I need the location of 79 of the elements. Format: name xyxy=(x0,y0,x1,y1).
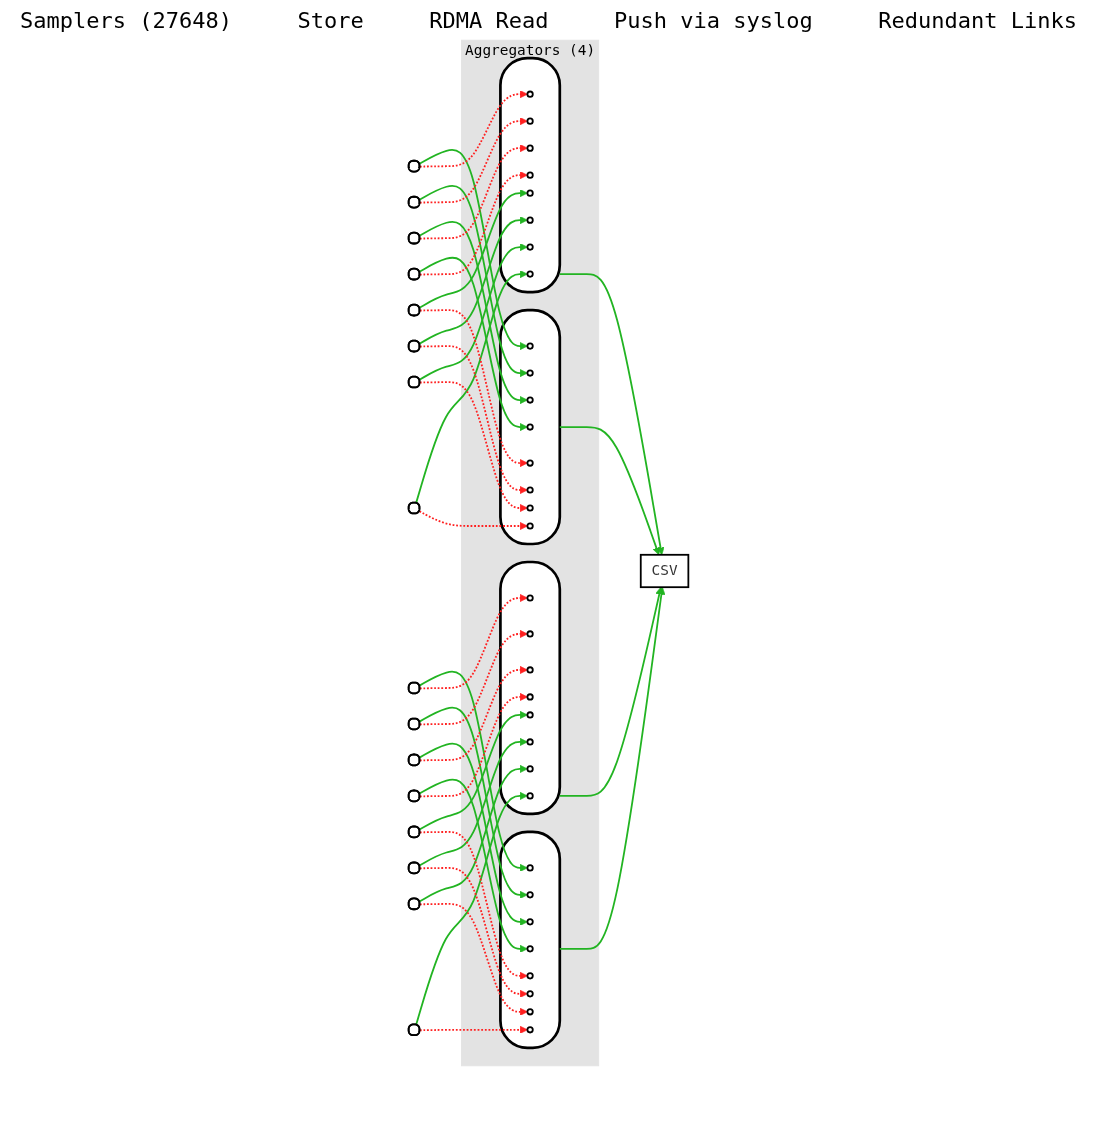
node-circle xyxy=(526,1026,534,1034)
node-circle xyxy=(526,792,534,800)
arrow xyxy=(419,171,528,276)
node-circle xyxy=(526,504,534,512)
arrow xyxy=(418,711,528,831)
node-circle xyxy=(526,396,534,404)
annotation-text: Push via syslog xyxy=(614,8,813,33)
arrow xyxy=(418,220,528,404)
node-circle xyxy=(526,693,534,701)
arrow xyxy=(418,189,528,309)
node-circle xyxy=(526,171,534,179)
arrow xyxy=(558,586,664,797)
annotation-text: Redundant Links xyxy=(878,8,1077,33)
annotation-text: RDMA Read xyxy=(429,8,549,33)
node-circle xyxy=(526,459,534,467)
node-circle xyxy=(526,243,534,251)
arrow xyxy=(419,117,528,204)
cluster xyxy=(499,308,562,546)
arrow xyxy=(419,144,528,240)
node-circle xyxy=(526,522,534,530)
cluster xyxy=(499,56,562,294)
arrow xyxy=(558,273,665,556)
annotation-text: Samplers (27648) xyxy=(20,8,232,33)
cluster xyxy=(499,830,562,1050)
arrow xyxy=(558,586,666,950)
node-circle xyxy=(526,864,534,872)
arrow xyxy=(418,670,528,872)
arrow xyxy=(419,594,528,690)
node-circle xyxy=(526,666,534,674)
arrow xyxy=(415,270,528,505)
node-circle xyxy=(526,1008,534,1016)
node-box: CSV xyxy=(639,553,690,589)
arrow xyxy=(419,345,528,494)
node-circle xyxy=(526,189,534,197)
node-circle xyxy=(526,216,534,224)
node-circle xyxy=(526,270,534,278)
arrow xyxy=(419,666,528,762)
arrow xyxy=(418,742,528,926)
arrow xyxy=(418,510,528,530)
node-circle xyxy=(526,486,534,494)
arrow xyxy=(419,903,528,1016)
arrow xyxy=(558,426,661,556)
arrow xyxy=(418,256,528,431)
arrow xyxy=(418,148,528,351)
annotation-text: Store xyxy=(297,8,364,33)
arrow xyxy=(419,630,528,726)
arrow xyxy=(418,184,528,378)
node-circle xyxy=(526,630,534,638)
node-circle xyxy=(526,144,534,152)
arrow xyxy=(418,243,528,381)
cluster xyxy=(499,560,562,816)
node-circle xyxy=(526,765,534,773)
cluster: Aggregators (4) xyxy=(461,39,600,1067)
arrow xyxy=(419,309,528,467)
node-circle xyxy=(526,594,534,602)
arrow xyxy=(415,791,528,1026)
arrow xyxy=(418,216,528,345)
arrow xyxy=(419,693,528,798)
node-circle xyxy=(526,711,534,719)
node-circle xyxy=(526,738,534,746)
arrow xyxy=(419,381,528,512)
node-circle xyxy=(526,117,534,125)
arrow xyxy=(419,831,528,980)
arrow xyxy=(418,764,528,903)
arrow xyxy=(418,706,528,899)
arrow xyxy=(418,737,528,867)
arrow xyxy=(419,90,528,168)
node-circle xyxy=(526,990,534,998)
node-circle xyxy=(526,369,534,377)
node-circle xyxy=(526,90,534,98)
node-circle xyxy=(526,891,534,899)
arrow xyxy=(419,1025,528,1034)
arrow xyxy=(418,778,528,953)
arrow xyxy=(419,867,528,998)
node-circle xyxy=(526,342,534,350)
node-circle xyxy=(526,945,534,953)
node-circle xyxy=(526,972,534,980)
node-circle xyxy=(526,423,534,431)
node-circle xyxy=(526,918,534,926)
